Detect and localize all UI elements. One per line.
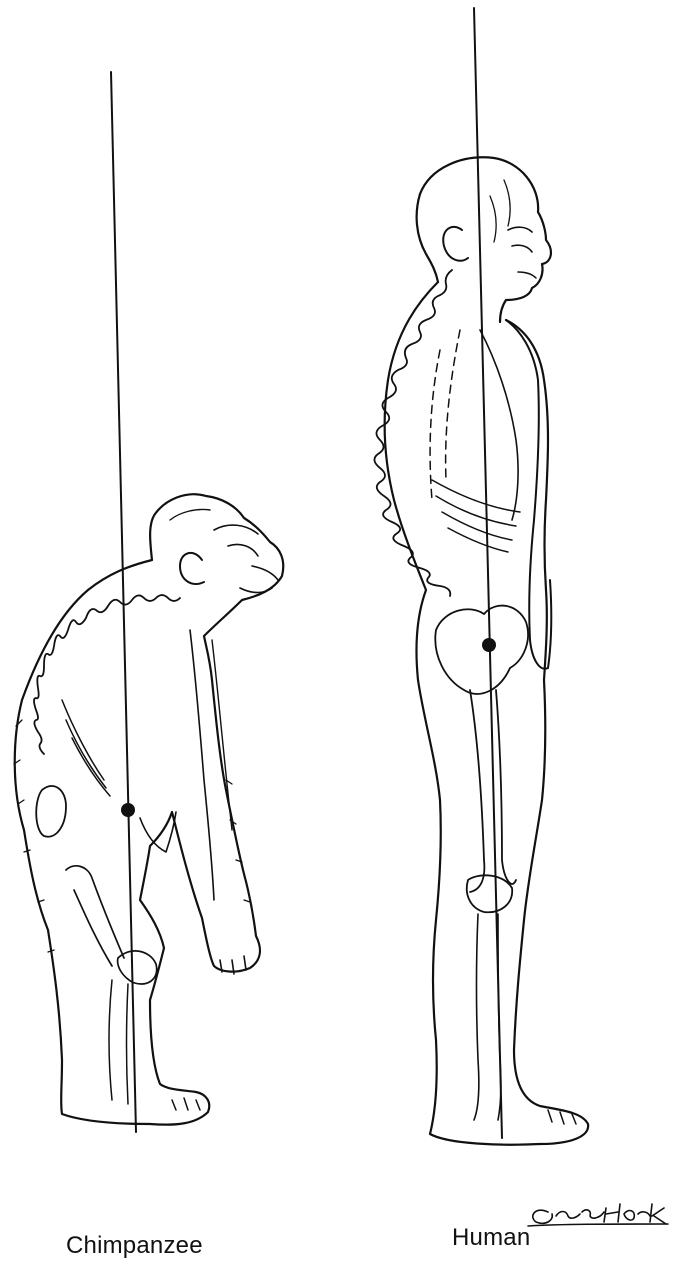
human-torso	[385, 282, 589, 1145]
human-gravity-line	[474, 8, 502, 1138]
chimpanzee-label: Chimpanzee	[66, 1232, 203, 1260]
human-head	[420, 157, 551, 322]
human-ear	[443, 227, 468, 261]
human-spine	[374, 270, 452, 596]
chimpanzee-figure	[14, 494, 283, 1124]
chimpanzee-gravity-line	[111, 72, 136, 1132]
chimpanzee-ear	[180, 553, 204, 584]
human-center-of-gravity	[482, 638, 496, 652]
human-arm	[506, 320, 551, 669]
human-pelvis	[435, 606, 528, 694]
chimpanzee-center-of-gravity	[121, 803, 135, 817]
human-label: Human	[452, 1224, 530, 1252]
artist-signature	[528, 1204, 668, 1226]
chimpanzee-spine	[34, 595, 180, 754]
